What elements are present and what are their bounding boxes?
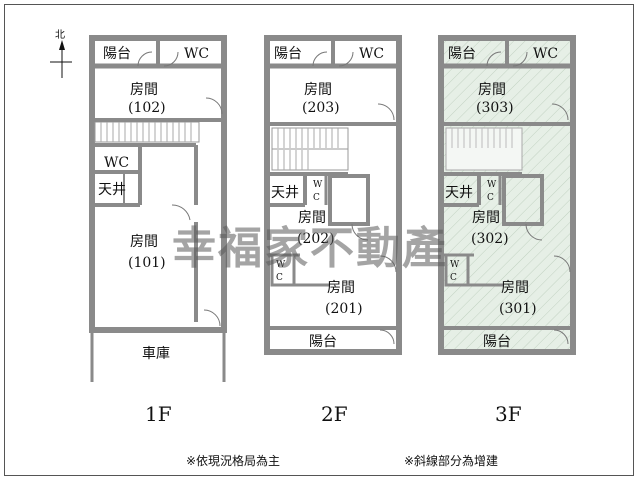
wc-label: WC bbox=[104, 155, 129, 171]
room-number: (302) bbox=[471, 231, 509, 247]
room-number: (102) bbox=[128, 100, 166, 116]
balcony-label: 陽台 bbox=[309, 334, 337, 350]
wc-letter: C bbox=[276, 273, 283, 283]
wc-label: WC bbox=[359, 46, 384, 62]
balcony-label: 陽台 bbox=[103, 46, 131, 62]
wc-letter: C bbox=[313, 193, 320, 203]
floor-caption-2f: 2F bbox=[321, 402, 348, 426]
balcony-label: 陽台 bbox=[483, 334, 511, 350]
balcony-label: 陽台 bbox=[448, 46, 476, 62]
sheet-border bbox=[4, 4, 634, 476]
room-label: 房間 bbox=[327, 280, 355, 296]
wc-letter: C bbox=[450, 273, 457, 283]
wc-letter: W bbox=[487, 180, 497, 190]
room-label: 房間 bbox=[501, 280, 529, 296]
room-number: (303) bbox=[476, 100, 514, 116]
room-number: (203) bbox=[302, 100, 340, 116]
room-number: (301) bbox=[499, 301, 537, 317]
balcony-label: 陽台 bbox=[274, 46, 302, 62]
watermark: 幸福家不動產 bbox=[172, 223, 448, 274]
light-well-label: 天井 bbox=[98, 182, 126, 198]
garage-label: 車庫 bbox=[142, 345, 170, 362]
room-label: 房間 bbox=[478, 82, 506, 98]
room-label: 房間 bbox=[304, 82, 332, 98]
wc-letter: C bbox=[487, 193, 494, 203]
north-label: 北 bbox=[55, 29, 65, 41]
room-label: 房間 bbox=[298, 210, 326, 226]
floor-3f-plan: 陽台 WC 房間 (303) 天井 W C 房間 (302) W C 房間 (3… bbox=[438, 35, 576, 355]
note-extension: ※斜線部分為增建 bbox=[404, 454, 499, 468]
north-arrow-icon: 北 bbox=[50, 29, 72, 78]
floor-caption-1f: 1F bbox=[145, 402, 172, 426]
note-layout: ※依現況格局為主 bbox=[186, 454, 281, 468]
room-label: 房間 bbox=[472, 210, 500, 226]
room-number: (101) bbox=[128, 255, 166, 271]
floor-2f-plan: 陽台 WC 房間 (203) 天井 W C 房間 (202) W C 房間 (2… bbox=[264, 35, 402, 355]
floor-1f-plan: 陽台 WC 房間 (102) WC 天井 房間 (101) 車庫 bbox=[89, 35, 227, 382]
wc-label: WC bbox=[533, 46, 558, 62]
room-number: (202) bbox=[297, 231, 335, 247]
light-well-label: 天井 bbox=[271, 185, 299, 201]
wc-label: WC bbox=[184, 46, 209, 62]
floor-caption-3f: 3F bbox=[495, 402, 522, 426]
wc-letter: W bbox=[450, 260, 460, 270]
light-well-label: 天井 bbox=[445, 185, 473, 201]
wc-letter: W bbox=[313, 180, 323, 190]
room-label: 房間 bbox=[130, 82, 158, 98]
wc-letter: W bbox=[276, 260, 286, 270]
room-label: 房間 bbox=[130, 234, 158, 250]
room-number: (201) bbox=[325, 301, 363, 317]
